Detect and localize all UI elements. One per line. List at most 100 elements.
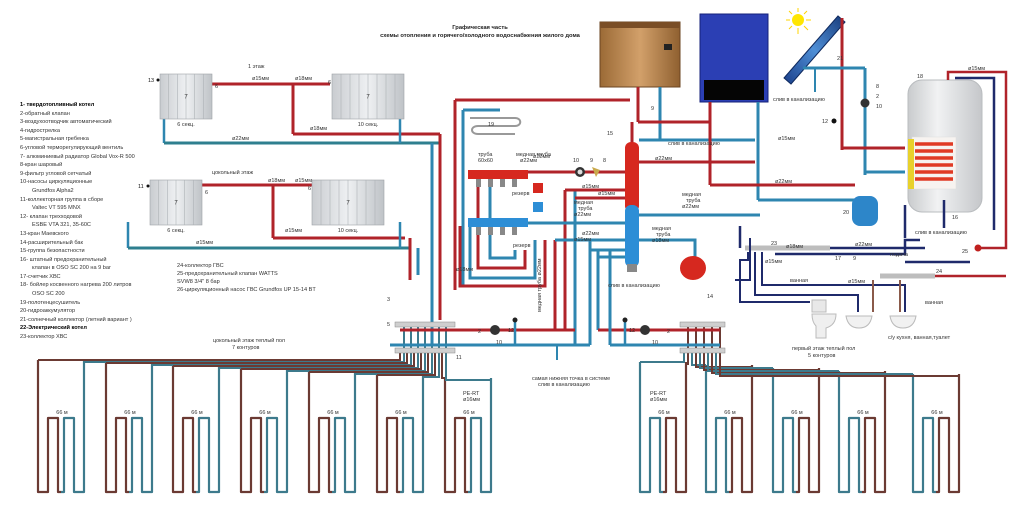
pipe-to-expansion-tank (639, 238, 697, 262)
legend-item: OSO SC 200 (32, 291, 65, 298)
component-number: 5 (387, 322, 390, 328)
legend-item: 18- бойлер косвенного нагрева 200 литров (20, 282, 132, 289)
pipe-label: ø15мм (295, 178, 312, 184)
component-number: 20 (843, 210, 849, 216)
floor-heating-loop: 66 м (239, 369, 289, 494)
component-number: 10 (652, 340, 658, 346)
circulation-pump-icon (490, 325, 500, 335)
mayevsky-valve-icon (156, 78, 160, 82)
valve-number: 6 (328, 80, 331, 86)
component-number: 12 (822, 119, 828, 125)
floor-heating-label: первый этаж теплый пол (792, 345, 855, 352)
pipe-label: резерв (513, 243, 531, 249)
pipe-label: медная труба (516, 152, 552, 158)
legend-list-secondary: 24-коллектор ГВС 25-предохранительный кла… (177, 262, 316, 294)
reserve-blue-block (533, 202, 543, 212)
legend-item: клапан в OSO SC 200 на 9 bar (32, 265, 111, 272)
drain-label: слив в канализацию (915, 230, 967, 236)
legend-item: 5-магистральная гребенка (20, 136, 89, 143)
legend-item: 12- клапан трехходовой (20, 213, 83, 220)
component-number: 10 (573, 158, 579, 164)
title-line-2: схемы отопления и горячего/холодного вод… (380, 33, 580, 39)
pipe-label: ø18мм (786, 244, 803, 250)
pipe-label: ø18мм (295, 76, 312, 82)
legend-item: 23-коллектор ХВС (20, 334, 68, 341)
loop-length-label: 66 м (395, 410, 407, 416)
sink-icon (845, 315, 873, 329)
component-number: 12 (629, 328, 635, 334)
three-way-valve-icon (622, 317, 628, 323)
legend-item: 20-гидроаккумулятор (20, 308, 76, 315)
loop-length-label: 66 м (191, 410, 203, 416)
radiator: 76 секц.611 (138, 179, 208, 234)
pipe-label: ø15мм (582, 184, 599, 190)
legend-item: 22-Электрический котел (20, 325, 87, 332)
radiator-number: 7 (346, 201, 350, 207)
radiator: 76 секц.613 (148, 73, 218, 128)
diagram-title: Графическая часть схемы отопления и горя… (330, 24, 630, 40)
floor-heating-loop: 66 м (104, 363, 154, 494)
legend-item: 16- штатный предохранительный (20, 256, 107, 263)
electric-boiler (699, 13, 769, 103)
pipe-label: PE-RT (650, 391, 667, 397)
pipe-label: ø22мм (655, 156, 672, 162)
supply-manifold (468, 170, 528, 179)
legend-item: 6-угловой терморегулирующий вентиль (20, 144, 124, 151)
component-number: 8 (603, 158, 606, 164)
floor-heating-loop: 66 м (171, 366, 221, 494)
legend-item: 21-солнечный коллектор (летний вариант ) (20, 316, 132, 323)
pipe-label: медная (574, 200, 593, 206)
radiator-circuit-basement (126, 183, 410, 250)
drain-label: самая нижняя точка в системе (532, 376, 610, 382)
component-number: 21 (837, 56, 843, 62)
component-number: 3 (387, 297, 390, 303)
legend-item: Grundfos Alpha2 (32, 187, 74, 194)
pipe-label: ø18мм (652, 238, 669, 244)
pipe-label: 60х60 (478, 158, 493, 164)
component-number: 23 (771, 241, 777, 247)
component-number: 8 (876, 84, 879, 90)
loop-length-label: 66 м (259, 410, 271, 416)
legend-item: 9-фильтр угловой сетчатый (20, 170, 92, 177)
pipe-label: ø22мм (682, 204, 699, 210)
component-number: 11 (456, 355, 462, 361)
radiator-sections: 6 секц. (177, 122, 195, 128)
legend-item: ESBE VTA 321, 35-60C (32, 222, 91, 229)
pipe-label: труба (686, 198, 701, 204)
pipe-label: ø15мм (778, 136, 795, 142)
drain-label: слив в канализацию (773, 97, 825, 103)
legend-item: 4-гидрострелка (20, 127, 60, 134)
legend-item: 2-обратный клапан (20, 110, 70, 117)
component-number: 24 (936, 269, 942, 275)
component-number: 17 (835, 256, 841, 262)
legend-item: 24-коллектор ГВС (177, 263, 224, 269)
branch-hot (458, 226, 547, 288)
radiator-number: 7 (184, 95, 188, 101)
pipe-label: ø22мм (533, 154, 550, 160)
drain-label: слив в канализацию (608, 283, 660, 289)
component-number: 16 (952, 215, 958, 221)
feed-label: подача (890, 252, 909, 258)
filter-icon (592, 167, 600, 177)
toilet-icon (811, 299, 837, 339)
component-number: 10 (496, 340, 502, 346)
legend-item: SVW8 3/4" 8 бар (177, 279, 220, 285)
circulation-pump-icon (860, 98, 870, 108)
pipe-label: ø18мм (310, 126, 327, 132)
heat-exchanger-coil (915, 142, 953, 181)
loop-length-label: 66 м (327, 410, 339, 416)
hot-water-outlet (946, 70, 1008, 250)
legend-item: 25-предохранительный клапан WATTS (177, 271, 278, 277)
pipe-label: ø15мм (574, 237, 591, 243)
radiator: 710 секц.6 (328, 73, 405, 128)
pipe-label: ø16мм (463, 397, 480, 403)
circulation-pump-icon (640, 325, 650, 335)
legend-item: 26-циркуляционный насос ГВС Grundfos UP … (177, 287, 316, 293)
component-number: 9 (651, 106, 654, 112)
floor-heating-loop: 66 м (638, 362, 688, 494)
solar-collector (783, 8, 846, 85)
pipe-label: ø22мм (232, 136, 249, 142)
